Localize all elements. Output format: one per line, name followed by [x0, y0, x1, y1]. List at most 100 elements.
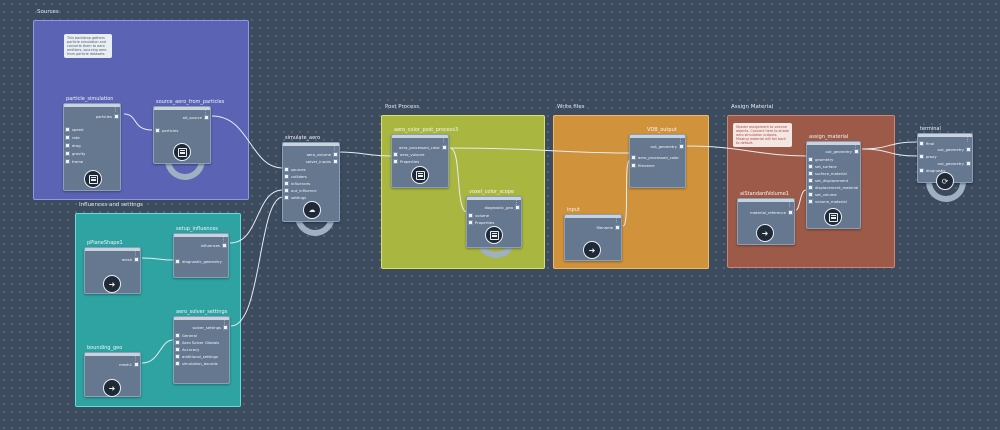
output-port[interactable]: filename [596, 225, 620, 230]
node-title: input [567, 207, 580, 213]
output-port[interactable]: aero_volume [307, 152, 338, 157]
node-title: aero_color_post_process3 [394, 127, 459, 133]
sticky-note-assign-material[interactable]: Shader assignment to volume objects. Con… [733, 123, 792, 147]
input-port[interactable]: diagnostic [919, 168, 946, 173]
refresh-icon: ⟳ [936, 172, 954, 190]
node-voxel-color-scope[interactable]: voxel_color_scope ⋮ diagnostic_geo volum… [466, 189, 522, 248]
node-menu-icon[interactable]: ⋮ [133, 251, 138, 257]
input-port[interactable]: drag [65, 143, 81, 148]
input-port[interactable]: aero_processed_color [631, 155, 679, 160]
node-terminal[interactable]: terminal ⋮ final out_geometry proxy out_… [917, 126, 973, 190]
node-aero-color-post-process[interactable]: aero_color_post_process3 ⋮ aero_processe… [391, 127, 458, 188]
input-port[interactable]: set_surface [808, 164, 837, 169]
output-port[interactable]: material_reference [750, 210, 793, 215]
node-menu-icon[interactable]: ⋮ [332, 146, 337, 152]
output-port[interactable]: solver_settings [192, 325, 228, 330]
node-pplaneshape1[interactable]: pPlaneShape1 ⋮ mesh ➜ [84, 240, 141, 294]
node-menu-icon[interactable]: ⋮ [113, 107, 118, 113]
input-port[interactable]: geometry [808, 157, 833, 162]
cache-icon [411, 166, 429, 184]
node-menu-icon[interactable]: ⋮ [614, 218, 619, 224]
node-menu-icon[interactable]: ⋮ [678, 138, 683, 144]
node-title: aero_solver_settings [176, 309, 228, 315]
node-setup-influences[interactable]: setup_influences ⋮ influences diagnostic… [173, 226, 229, 278]
node-vdb-output[interactable]: VDB_output ⋮ out_geometry aero_processed… [629, 127, 686, 188]
output-port[interactable]: out_geometry [825, 149, 859, 154]
input-port[interactable]: displacement_material [808, 185, 858, 190]
node-menu-icon[interactable]: ⋮ [853, 145, 858, 151]
output-port[interactable]: aero_processed_color [399, 145, 447, 150]
node-input[interactable]: input ⋮ filename ➜ [564, 207, 622, 261]
input-port[interactable]: aero_volume [393, 152, 424, 157]
node-title: setup_influences [176, 226, 219, 232]
output-port[interactable]: solver_inputs [306, 159, 338, 164]
input-port[interactable]: set_displacement [808, 178, 848, 183]
input-port[interactable]: surface_material [808, 171, 847, 176]
input-port[interactable]: sources [284, 167, 306, 172]
node-simulate-aero[interactable]: simulate_aero ⋮ aero_volume solver_input… [282, 135, 340, 222]
node-menu-icon[interactable]: ⋮ [441, 138, 446, 144]
input-port[interactable]: Properties [393, 159, 419, 164]
output-port[interactable]: diagnostic_geo [484, 205, 520, 210]
output-port[interactable]: out_geometry [937, 161, 971, 166]
node-title: assign_material [809, 134, 849, 140]
input-port[interactable]: simulation_bounds [175, 361, 218, 366]
input-port[interactable]: Accuracy [175, 347, 199, 352]
input-port[interactable]: proxy [919, 154, 937, 159]
cache-icon [173, 143, 191, 161]
input-port[interactable]: rate [65, 135, 80, 140]
output-port[interactable]: mesh1 [119, 362, 139, 367]
input-port[interactable]: final [919, 141, 934, 146]
output-port[interactable]: alt_source [183, 115, 209, 120]
input-port[interactable]: colliders [284, 174, 307, 179]
input-port[interactable]: General [175, 333, 197, 338]
node-particle-simulation[interactable]: particle_simulation ⋮ particles speed ra… [63, 96, 121, 191]
node-title: source_aero_from_particles [156, 99, 225, 105]
input-port[interactable]: speed [65, 127, 83, 132]
input-port[interactable]: Properties [468, 220, 494, 225]
node-title: VDB_output [647, 127, 677, 133]
input-port[interactable]: gravity [65, 151, 85, 156]
input-port[interactable]: diagnostic_geometry [175, 259, 222, 264]
node-aistandardvolume1[interactable]: aiStandardVolume1 ⋮ material_reference ➜ [737, 191, 795, 245]
input-port[interactable]: settings [284, 195, 306, 200]
node-menu-icon[interactable]: ⋮ [787, 202, 792, 208]
input-port[interactable]: influences [284, 181, 310, 186]
cache-icon [824, 208, 842, 226]
input-port[interactable]: frame [65, 159, 83, 164]
arrow-right-icon: ➜ [103, 379, 121, 397]
node-aero-solver-settings[interactable]: aero_solver_settings ⋮ solver_settings G… [173, 309, 230, 384]
node-menu-icon[interactable]: ⋮ [203, 110, 208, 116]
arrow-right-icon: ➜ [756, 224, 774, 242]
backdrop-title: Write files [557, 104, 585, 110]
cache-icon [485, 226, 503, 244]
node-source-aero-from-particles[interactable]: source_aero_from_particles ⋮ alt_source … [153, 99, 224, 164]
node-title: pPlaneShape1 [87, 240, 123, 246]
sticky-note-sources[interactable]: This backdrop gathers particle simulatio… [64, 34, 112, 58]
output-port[interactable]: out_geometry [937, 147, 971, 152]
input-port[interactable]: Aero Solver Globals [175, 340, 219, 345]
node-bounding-geo[interactable]: bounding_geo ⋮ mesh1 ➜ [84, 345, 141, 397]
cloud-icon: ☁ [303, 201, 321, 219]
node-menu-icon[interactable]: ⋮ [965, 137, 970, 143]
node-title: particle_simulation [66, 96, 114, 102]
node-menu-icon[interactable]: ⋮ [514, 200, 519, 206]
node-menu-icon[interactable]: ⋮ [222, 320, 227, 326]
input-port[interactable]: particles [155, 128, 178, 133]
node-assign-material[interactable]: assign_material ⋮ out_geometry geometry … [806, 134, 861, 229]
node-menu-icon[interactable]: ⋮ [221, 237, 226, 243]
input-port[interactable]: filename [631, 163, 655, 168]
output-port[interactable]: mesh [122, 257, 139, 262]
output-port[interactable]: influences [201, 243, 227, 248]
input-port[interactable]: volume [468, 213, 489, 218]
arrow-right-icon: ➜ [583, 241, 601, 259]
output-port[interactable]: particles [96, 114, 119, 119]
input-port[interactable]: out_influence [284, 188, 317, 193]
input-port[interactable]: additional_settings [175, 354, 218, 359]
input-port[interactable]: volume_material [808, 199, 847, 204]
input-port[interactable]: set_volume [808, 192, 837, 197]
node-menu-icon[interactable]: ⋮ [133, 356, 138, 362]
node-title: voxel_color_scope [469, 189, 515, 195]
output-port[interactable]: out_geometry [650, 144, 684, 149]
